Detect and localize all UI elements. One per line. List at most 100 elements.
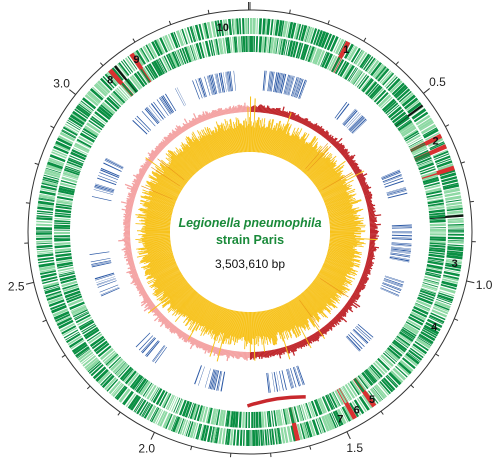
gc-content-bar [250, 121, 252, 153]
gc-content-bar [144, 227, 171, 230]
cds-gene [61, 280, 78, 288]
cds-gene [72, 309, 88, 318]
gc-content-bar [282, 134, 294, 159]
specific-gene [144, 108, 159, 125]
gc-skew-bar [366, 200, 373, 204]
gc-content-bar [142, 231, 171, 233]
cds-gene [36, 247, 53, 251]
gc-content-bar [284, 303, 302, 336]
gc-skew-bar [363, 190, 370, 195]
cds-gene [368, 390, 379, 404]
gc-content-bar [328, 214, 357, 220]
gc-skew-bar [357, 173, 368, 180]
specific-gene [350, 332, 365, 347]
cds-gene [79, 101, 93, 113]
gc-content-bar [168, 166, 188, 183]
specific-gene [381, 285, 401, 294]
cds-gene [67, 335, 83, 346]
cds-gene [198, 42, 205, 59]
cds-gene [292, 41, 299, 58]
gc-skew-bar [252, 351, 254, 358]
gc-skew-bar [175, 130, 180, 136]
gc-content-bar [276, 307, 286, 331]
gc-skew-bar [304, 120, 309, 126]
gc-content-bar [212, 131, 223, 158]
cds-gene [298, 24, 304, 41]
gc-skew-bar [207, 113, 211, 119]
gc-content-bar [299, 294, 320, 320]
gc-content-peak [319, 278, 349, 298]
gc-skew-bar [361, 274, 368, 278]
gc-content-bar [329, 236, 378, 241]
cds-gene [339, 61, 350, 77]
cds-gene [69, 301, 85, 310]
cds-gene [114, 385, 126, 399]
gc-content-bar [135, 223, 171, 227]
cds-gene [439, 286, 456, 294]
cds-gene [86, 92, 100, 105]
gc-skew-bar [207, 345, 211, 353]
cds-gene [138, 48, 149, 63]
cds-gene [84, 328, 100, 340]
gc-skew-bar [332, 317, 340, 325]
cds-gene [443, 188, 461, 194]
gc-content-bar [146, 216, 171, 221]
cds-gene [143, 403, 154, 419]
cds-gene [361, 54, 372, 69]
cds-gene [46, 161, 64, 170]
cds-gene [372, 362, 386, 376]
cds-gene [214, 427, 218, 444]
cds-gene [309, 47, 317, 63]
cds-gene [81, 130, 97, 140]
specific-gene [99, 172, 119, 181]
cds-gene [445, 262, 462, 267]
gc-skew-bar [144, 161, 151, 166]
cds-gene [78, 319, 94, 328]
gc-skew-bar [306, 337, 311, 344]
cds-gene [106, 72, 119, 86]
cds-gene [423, 324, 440, 335]
gc-content-bar [279, 305, 291, 331]
cds-gene [331, 57, 341, 73]
gc-content-bar [281, 305, 295, 334]
cds-gene [295, 23, 302, 40]
gc-skew-bar [149, 305, 156, 310]
specific-gene [391, 231, 413, 233]
cds-gene [429, 240, 446, 244]
gc-content-bar [329, 237, 365, 241]
gc-content-bar [253, 120, 257, 153]
gc-content-bar [327, 250, 357, 258]
gc-skew-bar [232, 105, 236, 114]
gc-skew-bar [214, 110, 218, 117]
cds-gene [391, 82, 405, 96]
gc-skew-bar [139, 172, 145, 177]
rna-gene-mark [421, 165, 455, 180]
cds-gene [447, 236, 464, 240]
gc-content-bar [142, 240, 171, 245]
cds-gene [217, 38, 223, 55]
specific-gene [299, 80, 307, 100]
cds-gene [356, 74, 368, 88]
cds-gene [56, 196, 74, 201]
cds-gene [62, 283, 78, 290]
gc-skew-bar [300, 117, 304, 124]
gc-content-bar [312, 280, 337, 300]
specific-gene [134, 117, 150, 133]
gc-skew-bar [184, 334, 190, 343]
specific-gene [348, 115, 364, 131]
cds-gene [283, 39, 288, 56]
gc-skew-bar [342, 151, 348, 157]
cds-gene [397, 119, 412, 130]
gc-content-bar [139, 252, 173, 262]
cds-gene [87, 361, 101, 373]
cds-gene [127, 394, 140, 410]
specific-gene [216, 73, 222, 94]
gc-content-bar [144, 261, 176, 275]
cds-gene [75, 346, 90, 358]
cds-gene [74, 142, 90, 152]
gc-content-bar [329, 237, 357, 241]
specific-gene [280, 73, 287, 94]
gc-skew-bar [124, 205, 133, 209]
gc-skew-bar [361, 184, 369, 188]
specific-gene [385, 275, 405, 283]
